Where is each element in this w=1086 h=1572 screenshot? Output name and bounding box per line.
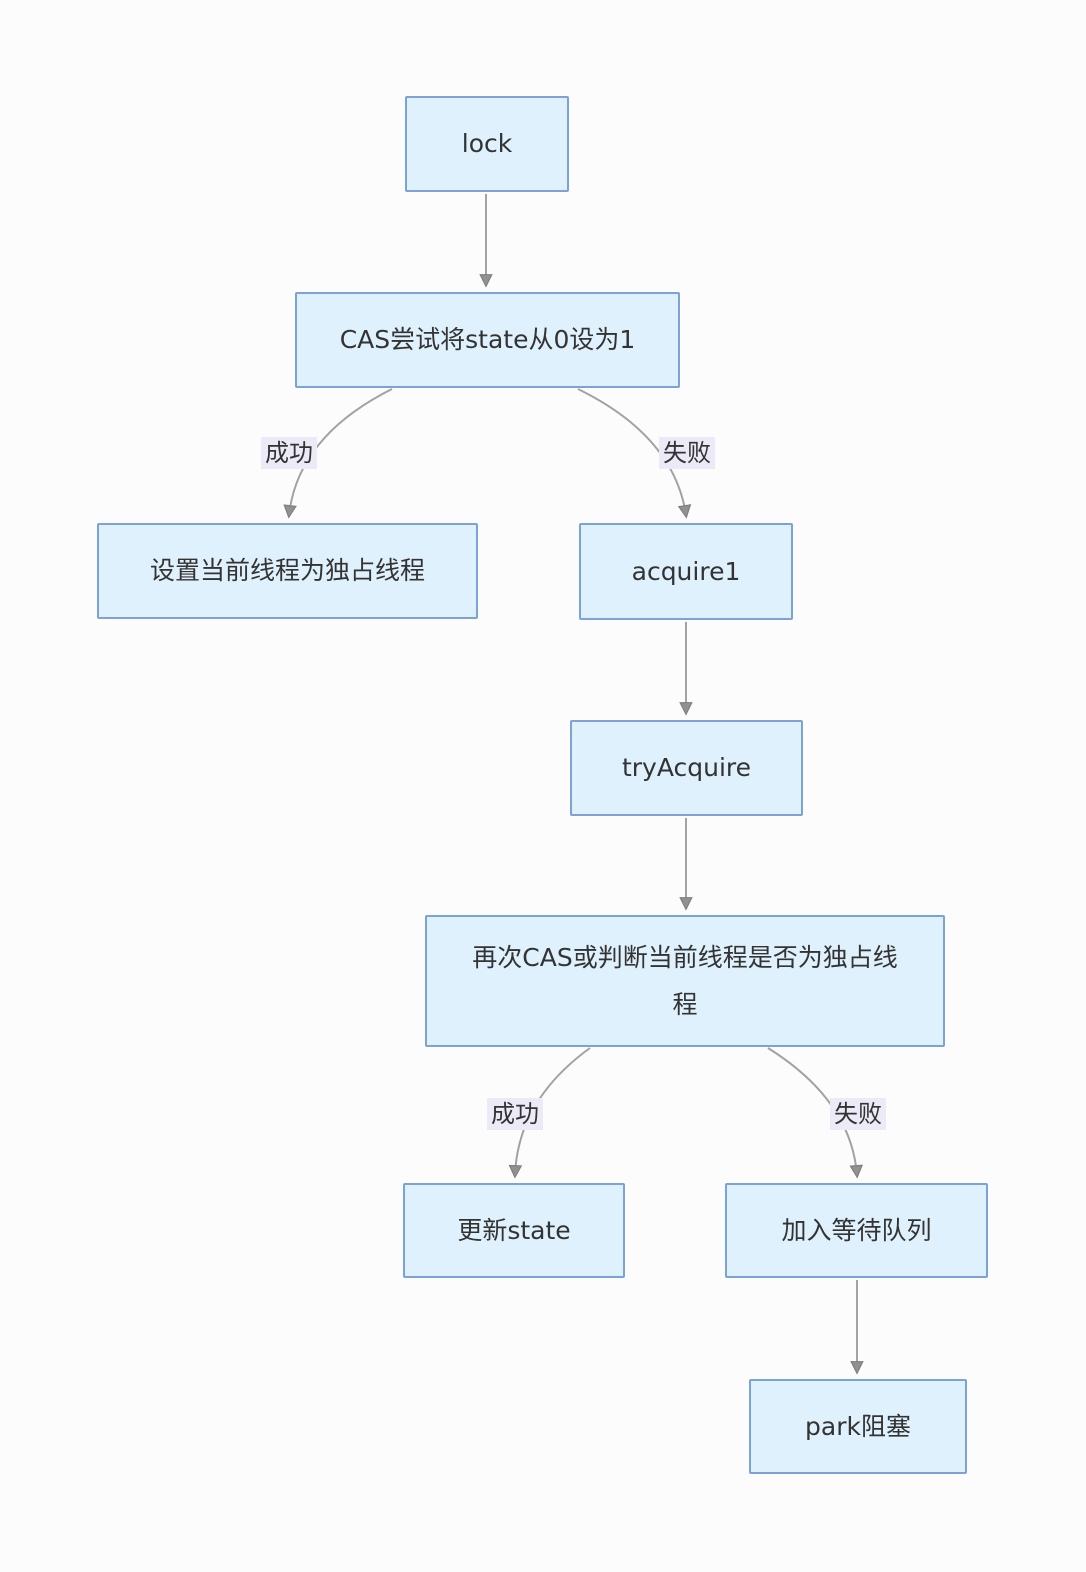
- edge-label-recheck-success: 成功: [487, 1098, 543, 1130]
- node-park-block: park阻塞: [749, 1379, 967, 1474]
- edge-label-cas-success: 成功: [261, 437, 317, 469]
- node-recheck-label: 再次CAS或判断当前线程是否为独占线程: [472, 942, 898, 1020]
- edge-cas-acquire1: [577, 388, 686, 515]
- node-enqueue-label: 加入等待队列: [781, 1215, 932, 1245]
- edge-label-cas-fail: 失败: [659, 437, 715, 469]
- node-tryacquire-label: tryAcquire: [621, 753, 752, 783]
- node-set-exclusive-label: 设置当前线程为独占线程: [149, 556, 425, 586]
- node-park-label: park阻塞: [805, 1411, 911, 1441]
- node-update-state-label: 更新state: [457, 1215, 571, 1245]
- node-update-state: 更新state: [403, 1183, 625, 1278]
- node-acquire1: acquire1: [579, 523, 793, 620]
- node-tryacquire: tryAcquire: [570, 720, 803, 816]
- node-lock-label: lock: [461, 129, 513, 159]
- node-lock: lock: [405, 96, 569, 192]
- node-set-exclusive-thread: 设置当前线程为独占线程: [97, 523, 478, 619]
- node-recheck-cas-or-exclusive: 再次CAS或判断当前线程是否为独占线程: [425, 915, 945, 1047]
- node-cas-try-set-state: CAS尝试将state从0设为1: [295, 292, 680, 388]
- node-acquire1-label: acquire1: [631, 556, 741, 586]
- edge-label-recheck-fail: 失败: [830, 1098, 886, 1130]
- node-cas-label: CAS尝试将state从0设为1: [339, 325, 636, 355]
- node-enqueue-wait-queue: 加入等待队列: [725, 1183, 988, 1278]
- edge-cas-set-exclusive: [289, 388, 393, 515]
